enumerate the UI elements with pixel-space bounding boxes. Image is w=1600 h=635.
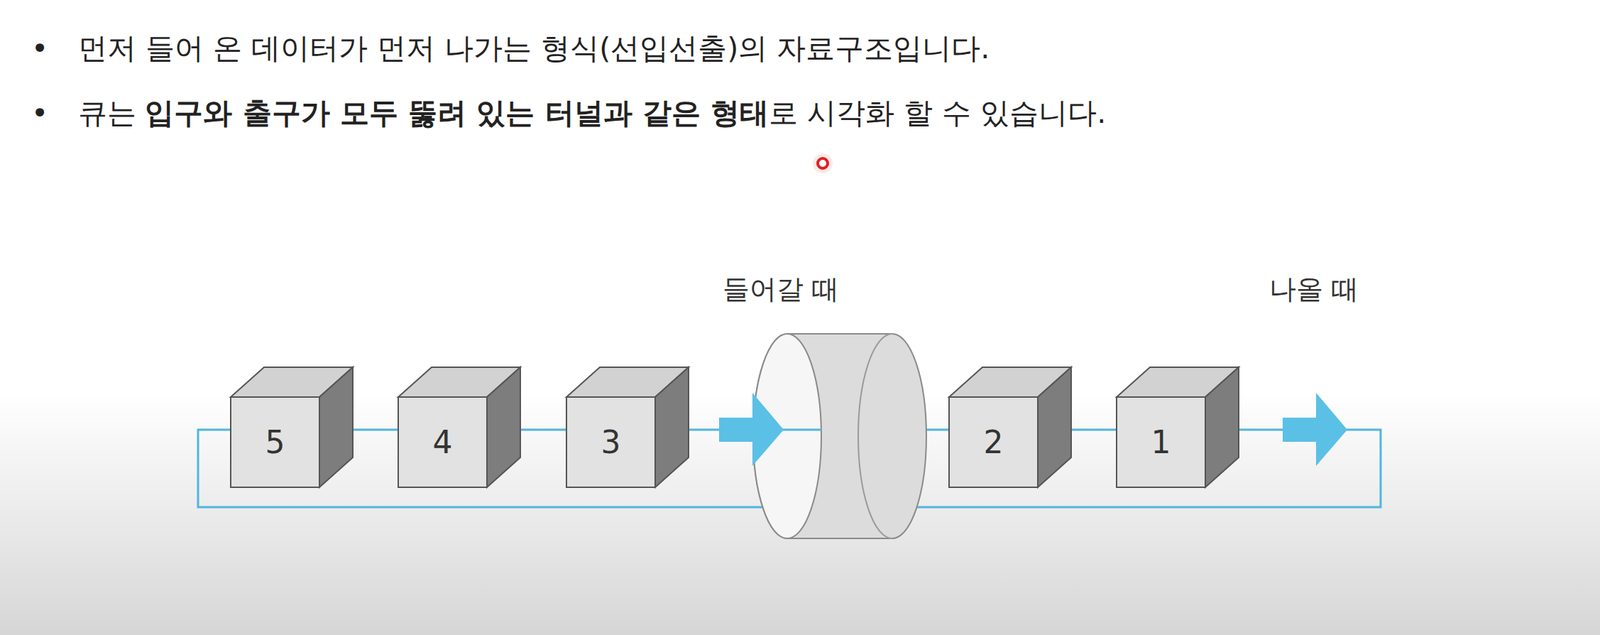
bullet-text: 로 시각화 할 수 있습니다. <box>768 95 1106 131</box>
exit-arrow <box>1282 392 1348 466</box>
enter-caption: 들어갈 때 <box>722 273 840 306</box>
cursor-dot <box>817 158 828 169</box>
cube-number: 3 <box>601 423 622 460</box>
cube-shape <box>1116 364 1239 487</box>
cursor-halo <box>812 153 833 174</box>
bullet-text-row: 큐는입구와 출구가 모두 뚫려 있는 터널과 같은 형태로 시각화 할 수 있습… <box>78 95 1106 131</box>
exit-caption: 나올 때 <box>1269 273 1359 306</box>
number-cube: 1 <box>1116 396 1206 487</box>
cube-number: 5 <box>265 423 286 460</box>
number-cube: 3 <box>566 396 656 487</box>
number-cube: 5 <box>230 396 320 487</box>
bullet: • <box>31 31 49 67</box>
cube-number: 1 <box>1151 423 1172 460</box>
tunnel-back-edge <box>858 333 893 539</box>
bullet-text-bold: 입구와 출구가 모두 뚫려 있는 터널과 같은 형태 <box>144 95 769 131</box>
cube-number: 2 <box>983 423 1004 460</box>
enter-arrow <box>719 392 784 466</box>
cube-shape <box>230 364 353 487</box>
bullet-text: 먼저 들어 온 데이터가 먼저 나가는 형식(선입선출)의 자료구조입니다. <box>78 31 990 67</box>
cube-shape <box>566 364 689 487</box>
bullet: • <box>31 95 49 131</box>
tunnel-body <box>753 333 927 539</box>
cube-shape <box>949 364 1072 487</box>
number-cube: 2 <box>949 396 1038 487</box>
cube-shape <box>398 364 521 487</box>
bullet-text: 큐는 <box>78 95 137 131</box>
cube-number: 4 <box>433 423 453 460</box>
number-cube: 4 <box>398 396 487 487</box>
